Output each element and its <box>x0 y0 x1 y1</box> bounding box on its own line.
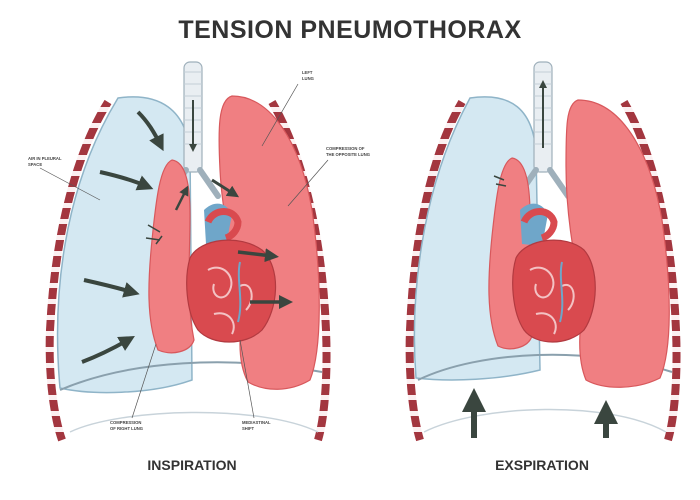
heart <box>186 203 277 343</box>
diaphragm-lower-line <box>423 408 667 433</box>
mediastinal-shift-arrow-icon <box>174 185 189 211</box>
air-flow-arrow-icon <box>83 278 140 298</box>
label-compression-right-lung: COMPRESSION OF RIGHT LUNG <box>110 420 143 431</box>
mediastinal-shift-arrow-icon <box>237 248 279 263</box>
leader-line <box>131 343 157 419</box>
expiration-panel: EXSPIRATION <box>405 61 681 473</box>
inspiration-panel: AIR IN PLEURAL SPACE LEFT LUNG COMPRESSI… <box>28 61 370 473</box>
left-lung <box>565 99 670 388</box>
label-compression-opposite-lung: COMPRESSION OF THE OPPOSITE LUNG <box>326 146 370 157</box>
diagram-title: TENSION PNEUMOTHORAX <box>178 16 522 44</box>
diaphragm-lower-line <box>69 411 319 433</box>
air-flow-arrow-icon <box>136 110 164 152</box>
heart <box>512 203 596 343</box>
leader-line <box>239 339 255 419</box>
caption-expiration: EXSPIRATION <box>495 457 589 473</box>
leak-site-icon <box>145 224 163 245</box>
label-air-in-pleural-space: AIR IN PLEURAL SPACE <box>28 156 63 167</box>
label-left-lung: LEFT LUNG <box>302 70 314 81</box>
rib-cage-left <box>405 99 466 442</box>
air-flow-arrow-icon <box>81 336 135 364</box>
rib-cage-right <box>620 99 681 442</box>
leader-line <box>39 167 101 201</box>
leak-site-icon <box>493 175 507 187</box>
leader-line <box>261 83 299 147</box>
label-mediastinal-shift: MEDIASTINAL SHIFT <box>242 420 272 431</box>
caption-inspiration: INSPIRATION <box>147 457 236 473</box>
air-flow-arrow-icon <box>99 170 154 191</box>
rib-cage-left <box>45 99 112 442</box>
leader-line <box>287 159 329 207</box>
mediastinal-shift-arrow-icon <box>211 178 240 198</box>
